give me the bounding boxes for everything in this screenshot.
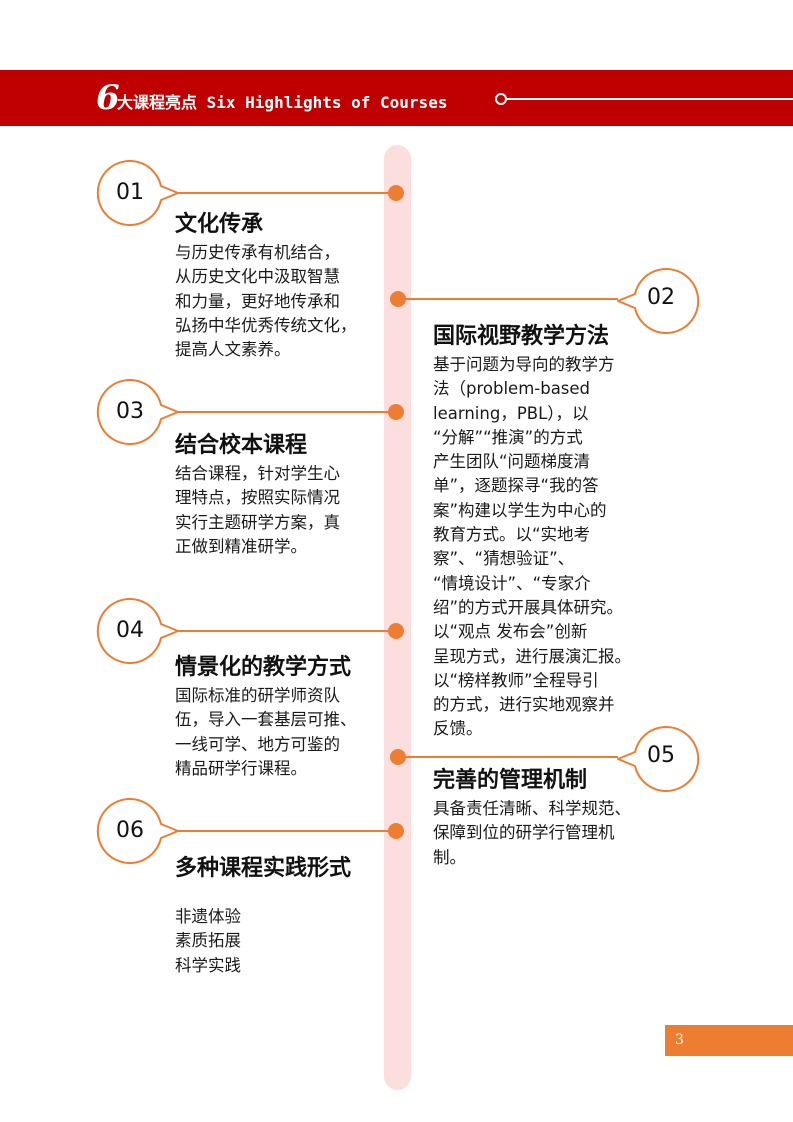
badge-06-bubble-icon [96,798,179,864]
header-ring-icon [495,93,507,105]
badge-02-number: 02 [647,285,675,310]
highlight-06-body: 非遗体验 素质拓展 科学实践 [175,907,241,975]
connector-03 [178,411,396,413]
badge-05-bubble-icon [617,726,700,792]
connector-04 [178,630,396,632]
header-title: 大课程亮点 Six Highlights of Courses [117,93,448,112]
badge-06-number: 06 [116,818,144,843]
highlight-01-title: 文化传承 [175,212,264,237]
badge-03-number: 03 [116,399,144,424]
timeline-dot-04 [388,623,404,639]
highlight-03-body: 结合课程，针对学生心 理特点，按照实际情况 实行主题研学方案，真 正做到精准研学… [175,464,340,556]
header-rule [504,98,793,100]
badge-01-number: 01 [116,180,144,205]
highlight-05-body: 具备责任清晰、科学规范、 保障到位的研学行管理机 制。 [433,799,631,867]
header-number: 6 [96,78,120,118]
highlight-05-title: 完善的管理机制 [433,768,588,793]
timeline-dot-03 [388,404,404,420]
badge-04-number: 04 [116,618,144,643]
badge-02-bubble-icon [617,268,700,334]
highlight-01-body: 与历史传承有机结合， 从历史文化中汲取智慧 和力量，更好地传承和 弘扬中华优秀传… [175,243,357,360]
badge-05-number: 05 [647,743,675,768]
highlight-02-title: 国际视野教学方法 [433,324,610,349]
timeline-spine [384,145,411,1090]
badge-01-bubble-icon [96,160,179,226]
connector-06 [178,830,396,832]
highlight-02-body: 基于问题为导向的教学方 法（problem-based learning，PBL… [433,355,631,739]
badge-04-bubble-icon [96,598,179,664]
timeline-dot-02 [390,291,406,307]
highlight-04-body: 国际标准的研学师资队 伍，导入一套基层可推、 一线可学、地方可鉴的 精品研学行课… [175,686,357,778]
highlight-04-title: 情景化的教学方式 [175,655,352,680]
badge-03-bubble-icon [96,379,179,445]
connector-01 [178,192,396,194]
highlight-03-title: 结合校本课程 [175,433,308,458]
connector-05 [398,756,618,758]
connector-02 [398,298,618,300]
timeline-dot-05 [390,749,406,765]
timeline-dot-06 [388,823,404,839]
page-number: 3 [675,1032,684,1048]
highlight-06-title: 多种课程实践形式 [175,856,352,881]
timeline-dot-01 [388,185,404,201]
page-number-box [665,1025,793,1056]
